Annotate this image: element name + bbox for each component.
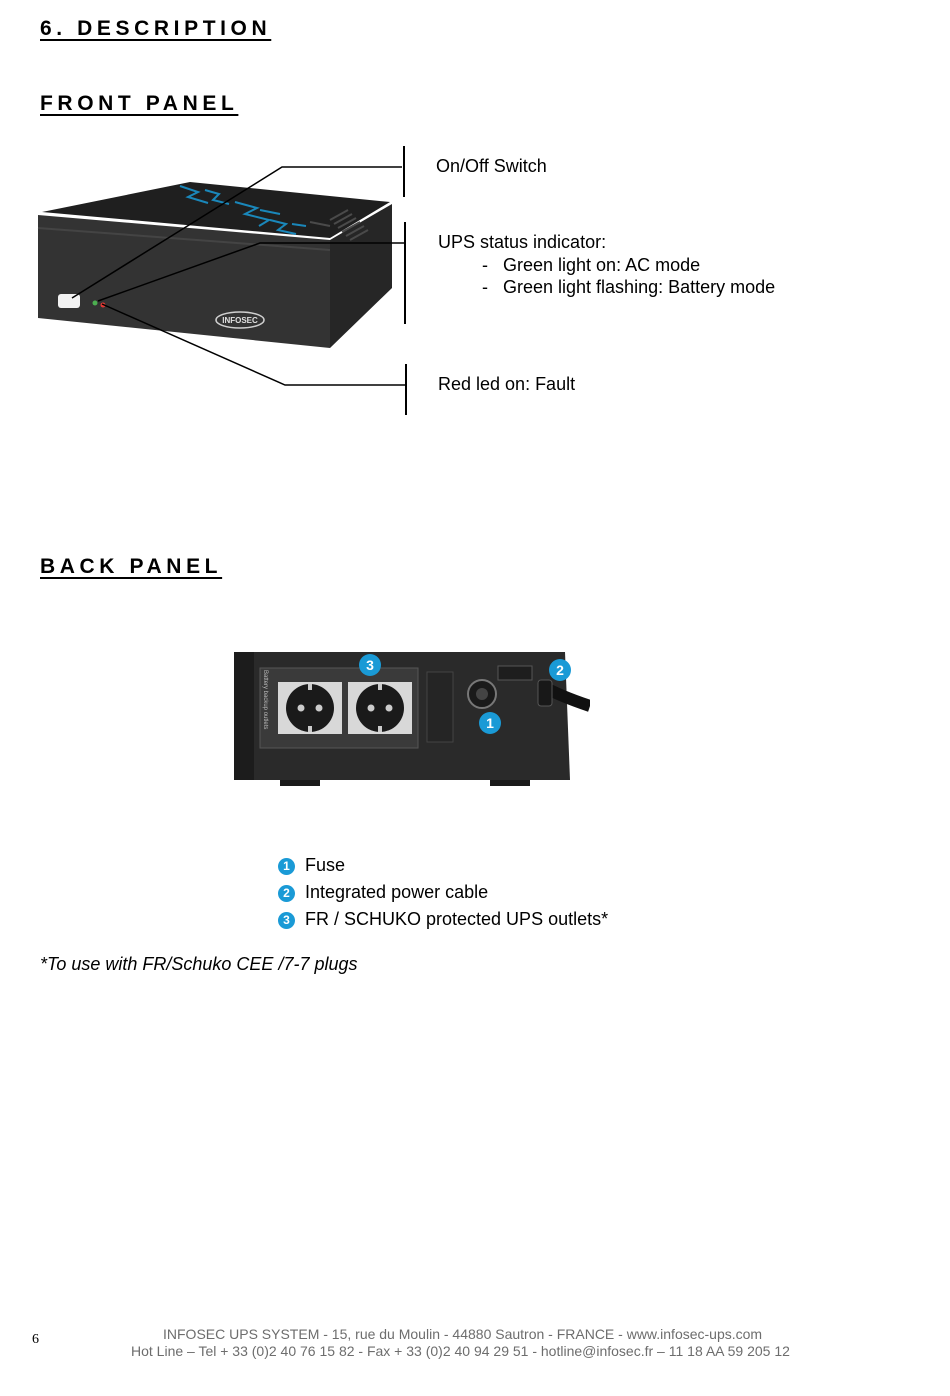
callout-badge-1: 1	[479, 712, 501, 734]
legend-number: 2	[278, 885, 295, 902]
device-brand-text: INFOSEC	[222, 316, 258, 325]
green-led-graphic	[92, 300, 98, 306]
page-number: 6	[32, 1332, 39, 1347]
status-bar	[404, 222, 406, 324]
callout-number: 3	[366, 657, 374, 673]
legend-item-outlets: 3 FR / SCHUKO protected UPS outlets*	[278, 909, 608, 931]
status-item-text: Green light flashing: Battery mode	[503, 277, 776, 297]
footer-contact: Hot Line – Tel + 33 (0)2 40 76 15 82 - F…	[131, 1343, 790, 1359]
legend-number: 3	[278, 912, 295, 929]
back-panel-diagram: Battery backup outlets 3 1 2	[234, 652, 590, 786]
section-title: 6. DESCRIPTION	[40, 17, 272, 40]
footer-address: INFOSEC UPS SYSTEM - 15, rue du Moulin -…	[163, 1326, 763, 1342]
footnote: *To use with FR/Schuko CEE /7-7 plugs	[40, 954, 358, 974]
legend-item-fuse: 1 Fuse	[278, 855, 345, 877]
callout-lines	[71, 166, 405, 386]
device-side-face	[330, 204, 392, 348]
outlet-socket	[278, 682, 342, 734]
onoff-label: On/Off Switch	[436, 156, 547, 176]
device-blue-pattern	[179, 185, 307, 235]
callout-number: 1	[486, 715, 494, 731]
status-item-ac: -Green light on: AC mode	[482, 255, 700, 276]
device-side-vents	[309, 209, 369, 241]
svg-text:Battery backup outlets: Battery backup outlets	[262, 670, 268, 729]
legend-text: FR / SCHUKO protected UPS outlets*	[305, 909, 609, 929]
fault-bar	[405, 364, 407, 415]
fault-label: Red led on: Fault	[438, 374, 576, 394]
outlet-socket	[348, 682, 412, 734]
legend-item-cable: 2 Integrated power cable	[278, 882, 488, 904]
status-item-dash: -	[482, 277, 488, 297]
legend-text: Fuse	[305, 855, 346, 875]
status-item-battery: -Green light flashing: Battery mode	[482, 277, 775, 298]
legend-text: Integrated power cable	[305, 882, 489, 902]
front-panel-heading: FRONT PANEL	[40, 92, 239, 115]
blank-plate	[426, 671, 454, 743]
power-button-graphic	[58, 294, 80, 308]
status-item-dash: -	[482, 255, 488, 275]
legend-number: 1	[278, 858, 295, 875]
brand-badge	[215, 311, 265, 329]
onoff-bar	[403, 146, 405, 197]
status-item-text: Green light on: AC mode	[503, 255, 701, 275]
device-front-face	[38, 215, 330, 348]
front-panel-diagram: INFOSEC	[37, 166, 405, 386]
callout-badge-2: 2	[549, 659, 571, 681]
back-panel-heading: BACK PANEL	[40, 555, 223, 578]
device-top-face	[42, 182, 390, 238]
status-label: UPS status indicator:	[438, 232, 607, 252]
callout-badge-3: 3	[359, 654, 381, 676]
callout-number: 2	[556, 662, 564, 678]
